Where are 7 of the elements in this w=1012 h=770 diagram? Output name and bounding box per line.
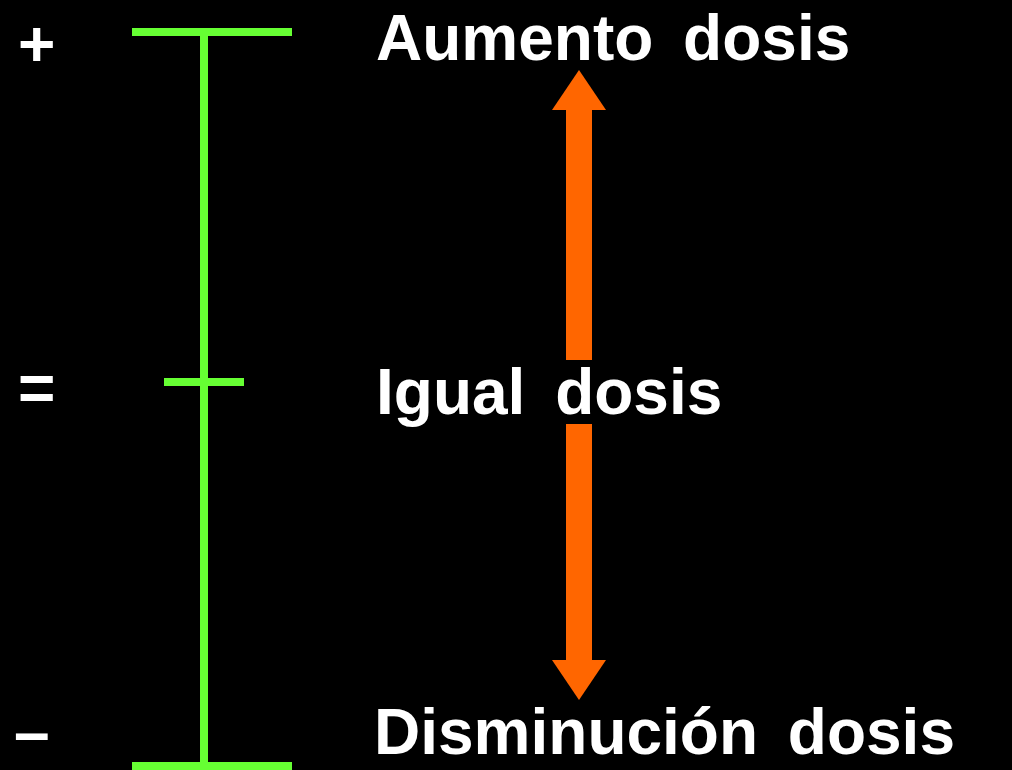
scale-sign: + (18, 12, 56, 76)
scale-sign: = (18, 356, 56, 420)
level-label: Aumento dosis (376, 6, 851, 70)
scale-sign: – (14, 700, 50, 764)
arrow (552, 70, 606, 360)
level-label: Disminución dosis (374, 700, 955, 764)
arrow (552, 424, 606, 700)
